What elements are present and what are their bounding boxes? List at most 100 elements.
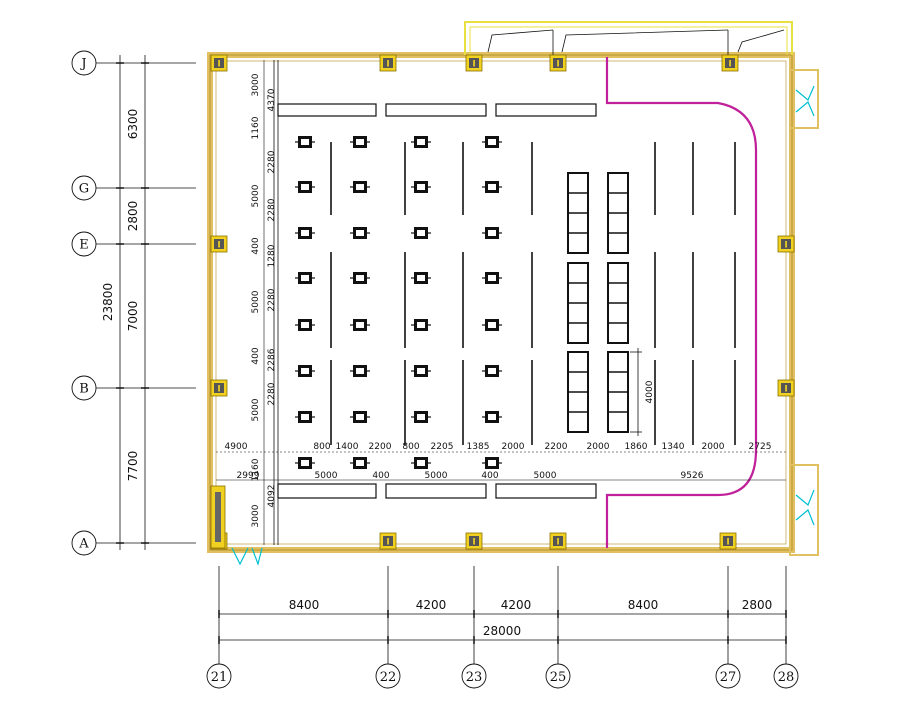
axis-bubble-28	[773, 663, 799, 689]
equipment-unit	[411, 181, 431, 193]
row-dim-label: 1340	[662, 442, 685, 452]
equipment-unit	[411, 365, 431, 377]
equipment-unit	[295, 181, 315, 193]
equipment-unit	[350, 365, 370, 377]
bottom-row-dim-label: 2999	[237, 471, 260, 481]
row-dim-label: 2000	[702, 442, 725, 452]
bottom-row-dim-label: 5000	[315, 471, 338, 481]
column-tall	[210, 485, 226, 549]
inner-dim-label: 2280	[267, 198, 277, 221]
column: I	[549, 54, 567, 72]
row-dim-label: 2000	[502, 442, 525, 452]
axis-bubble-22	[375, 663, 401, 689]
equipment-unit	[295, 136, 315, 148]
inner-dim-label: 1160	[251, 116, 261, 139]
bottom-dim-5: 2800	[742, 598, 773, 612]
equipment-unit	[350, 319, 370, 331]
axis-label-B: B	[79, 382, 89, 397]
row-dim-label: 2205	[431, 442, 454, 452]
inner-dim-label: 3000	[251, 73, 261, 96]
inner-dim-label: 400	[251, 347, 261, 364]
axis-label-27: 27	[720, 670, 737, 685]
axis-label-28: 28	[778, 670, 795, 685]
rack-cabinet	[607, 351, 629, 433]
column: I	[210, 54, 228, 72]
row-dim-label: 4900	[225, 442, 248, 452]
bottom-total-dim: 28000	[483, 624, 521, 638]
svg-text:I: I	[386, 538, 389, 548]
inner-dim-label: 5000	[251, 398, 261, 421]
inner-dim-label: 1160	[251, 458, 261, 481]
svg-text:I: I	[217, 385, 220, 395]
equipment-unit	[350, 457, 370, 469]
axis-bubble-J	[71, 50, 97, 76]
svg-text:I: I	[556, 538, 559, 548]
column: I	[465, 54, 483, 72]
column: I	[379, 532, 397, 550]
equipment-unit	[295, 227, 315, 239]
row-dim-label: 2725	[749, 442, 772, 452]
inner-dim-label: 3000	[251, 504, 261, 527]
column: I	[465, 532, 483, 550]
inner-dim-label: 5000	[251, 290, 261, 313]
equipment-unit	[411, 319, 431, 331]
axis-label-J: J	[79, 57, 86, 72]
inner-dim-label: 1280	[267, 244, 277, 267]
svg-text:I: I	[386, 60, 389, 70]
equipment-unit	[295, 272, 315, 284]
axis-bubble-21	[206, 663, 232, 689]
equipment-unit	[350, 136, 370, 148]
row-dim-label: 2200	[545, 442, 568, 452]
equipment-unit	[482, 411, 502, 423]
svg-text:I: I	[217, 60, 220, 70]
svg-text:I: I	[726, 538, 729, 548]
left-dim-3: 7000	[126, 301, 140, 332]
column: I	[719, 532, 737, 550]
rack-dim-label: 4000	[645, 380, 655, 403]
svg-text:I: I	[217, 241, 220, 251]
svg-text:I: I	[472, 60, 475, 70]
equipment-unit	[411, 136, 431, 148]
doors	[231, 85, 815, 567]
equipment-unit	[411, 411, 431, 423]
axis-label-23: 23	[466, 670, 483, 685]
exterior-walls	[207, 21, 819, 556]
equipment-unit	[295, 365, 315, 377]
inner-dim-label: 5000	[251, 184, 261, 207]
axis-bubble-G	[71, 175, 97, 201]
equipment-grid	[295, 136, 502, 469]
column: I	[721, 54, 739, 72]
structural-columns: IIIIIIIIIIIIII	[210, 54, 795, 550]
bottom-dimension-chain: 8400 4200 4200 8400 2800 28000	[219, 598, 786, 641]
axis-bubble-23	[461, 663, 487, 689]
left-dim-1: 6300	[126, 109, 140, 140]
equipment-unit	[482, 227, 502, 239]
equipment-unit	[482, 319, 502, 331]
left-total-dim: 23800	[101, 283, 115, 321]
rack-cabinet	[607, 262, 629, 344]
rack-cabinet	[567, 262, 589, 344]
equipment-unit	[350, 181, 370, 193]
equipment-unit	[350, 227, 370, 239]
bottom-row-dim-label: 5000	[425, 471, 448, 481]
row-dim-label: 1860	[625, 442, 648, 452]
bottom-row-dim-label: 400	[372, 471, 389, 481]
partitions	[273, 60, 597, 545]
axis-bubble-E	[71, 231, 97, 257]
bottom-dim-4: 8400	[628, 598, 659, 612]
svg-text:I: I	[784, 385, 787, 395]
left-dim-2: 2800	[126, 201, 140, 232]
row-dim-label: 800	[402, 442, 419, 452]
axis-label-E: E	[79, 238, 89, 253]
equipment-unit	[295, 319, 315, 331]
column: I	[210, 379, 228, 397]
bottom-dim-1: 8400	[289, 598, 320, 612]
column: I	[379, 54, 397, 72]
equipment-unit	[411, 227, 431, 239]
equipment-unit	[350, 411, 370, 423]
inner-dim-label: 4370	[267, 88, 277, 111]
